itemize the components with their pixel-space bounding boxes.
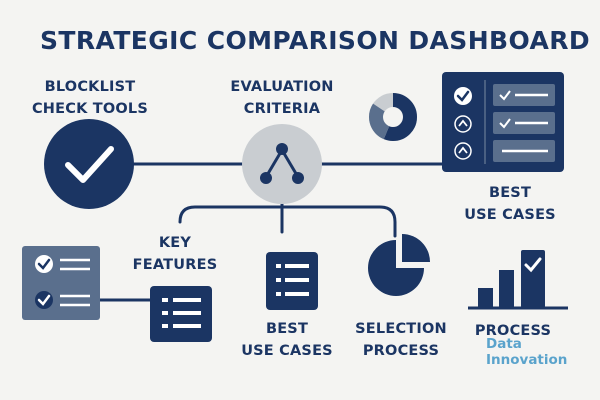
check-circle-icon xyxy=(454,87,472,105)
label-blocklist-check-tools: BLOCKLIST CHECK TOOLS xyxy=(31,79,149,117)
features-list-icon xyxy=(150,286,212,342)
label-selection-process: SELECTION PROCESS xyxy=(355,321,447,359)
donut-chart-icon xyxy=(369,93,417,141)
checklist-panel xyxy=(22,246,100,320)
label-process: PROCESS xyxy=(474,323,552,339)
label-evaluation-criteria: EVALUATION CRITERIA xyxy=(230,79,334,117)
label-best-use-cases-top: BEST USE CASES xyxy=(464,185,556,223)
bar-chart-icon xyxy=(468,250,568,310)
usecases-dashboard-panel xyxy=(442,72,564,172)
blocklist-check-node xyxy=(44,119,134,209)
usecases-list-icon xyxy=(266,252,318,310)
criteria-circle xyxy=(242,124,322,204)
watermark-logo: Data Innovation xyxy=(486,336,568,368)
criteria-node xyxy=(242,124,322,204)
label-key-features: KEY FEATURES xyxy=(132,235,218,273)
check-icon xyxy=(499,90,511,101)
hierarchy-icon xyxy=(264,149,300,178)
blocklist-circle xyxy=(44,119,134,209)
check-icon xyxy=(524,257,542,273)
page-title: STRATEGIC COMPARISON DASHBOARD xyxy=(40,26,591,55)
chevron-up-circle-icon xyxy=(454,115,472,133)
bar xyxy=(478,288,493,308)
connector-criteria-branches xyxy=(178,196,397,238)
check-icon xyxy=(65,146,114,183)
check-circle-icon xyxy=(35,291,53,309)
pie-chart-icon xyxy=(368,234,430,296)
check-icon xyxy=(499,118,511,129)
bar xyxy=(499,270,514,308)
label-best-use-cases-bottom: BEST USE CASES xyxy=(241,321,333,359)
chevron-up-circle-icon xyxy=(454,142,472,160)
check-circle-icon xyxy=(35,255,53,273)
